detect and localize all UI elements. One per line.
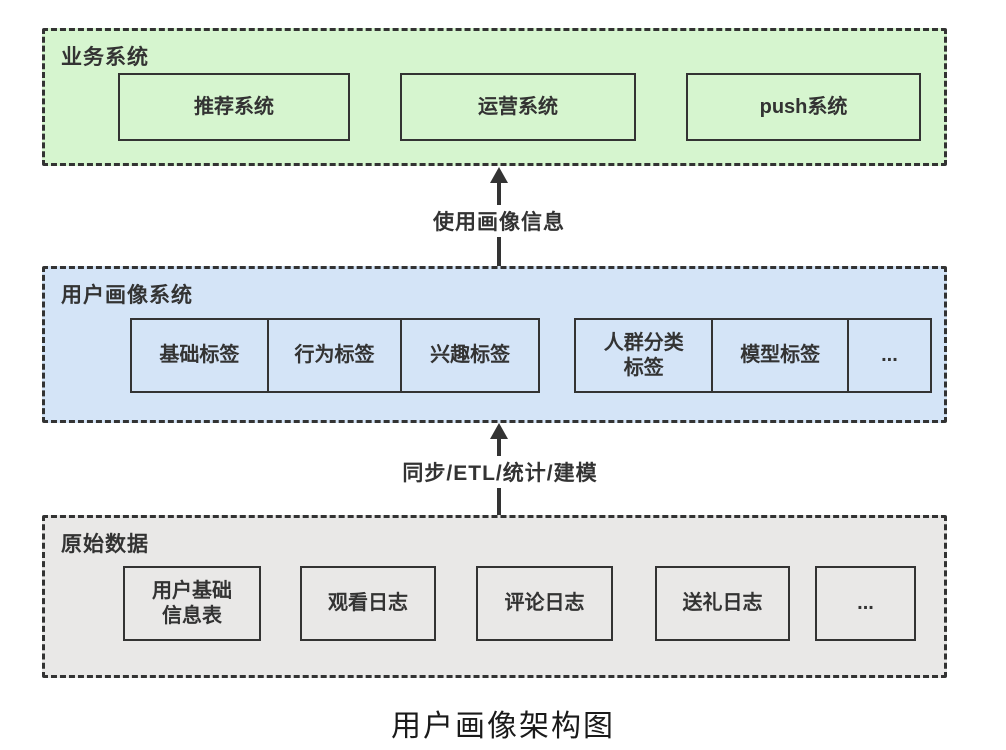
crowd-classification-tags-cell: 人群分类标签 [576,320,711,391]
profile-layer-label: 用户画像系统 [61,284,193,307]
behavior-tags-label: 行为标签 [294,344,375,366]
diagram-caption: 用户画像架构图 [391,710,615,743]
operations-system-box: 运营系统 [400,73,636,141]
push-system-label: push系统 [759,95,848,118]
arrow-up-icon [490,167,508,183]
recommendation-system-label: 推荐系统 [194,95,274,118]
arrow-raw-to-profile-label: 同步/ETL/统计/建模 [392,456,608,488]
comment-log-box: 评论日志 [476,566,613,641]
more-tags-ellipsis: ... [881,344,898,366]
arrow-profile-to-business-label: 使用画像信息 [423,205,575,237]
push-system-box: push系统 [686,73,921,141]
crowd-classification-tags-label: 人群分类标签 [603,331,684,379]
interest-tags-cell: 兴趣标签 [400,320,538,391]
basic-tags-label: 基础标签 [159,344,240,366]
user-profile-system-layer: 用户画像系统 基础标签 行为标签 兴趣标签 人群分类标签 模型标签 ... [42,266,947,423]
operations-system-label: 运营系统 [478,95,558,118]
watch-log-box: 观看日志 [300,566,436,641]
more-logs-box: ... [815,566,916,641]
behavior-tags-cell: 行为标签 [266,320,401,391]
interest-tags-label: 兴趣标签 [430,344,511,366]
model-tags-label: 模型标签 [740,344,821,366]
business-systems-layer: 业务系统 推荐系统 运营系统 push系统 [42,28,947,166]
watch-log-label: 观看日志 [328,592,408,614]
model-tags-cell: 模型标签 [711,320,846,391]
gift-log-label: 送礼日志 [682,592,763,614]
user-basic-info-table-box: 用户基础信息表 [123,566,261,641]
business-layer-label: 业务系统 [61,46,149,69]
raw-layer-label: 原始数据 [61,533,149,556]
recommendation-system-box: 推荐系统 [118,73,350,141]
basic-tag-group: 基础标签 行为标签 兴趣标签 [130,318,540,393]
more-tags-cell: ... [846,320,930,391]
comment-log-label: 评论日志 [504,592,585,614]
more-logs-ellipsis: ... [857,592,874,614]
arrow-up-icon [490,423,508,439]
basic-tags-cell: 基础标签 [132,320,267,391]
gift-log-box: 送礼日志 [655,566,790,641]
raw-data-layer: 原始数据 用户基础信息表 观看日志 评论日志 送礼日志 ... [42,515,947,678]
model-tag-group: 人群分类标签 模型标签 ... [574,318,932,393]
user-basic-info-table-label: 用户基础信息表 [152,579,232,627]
